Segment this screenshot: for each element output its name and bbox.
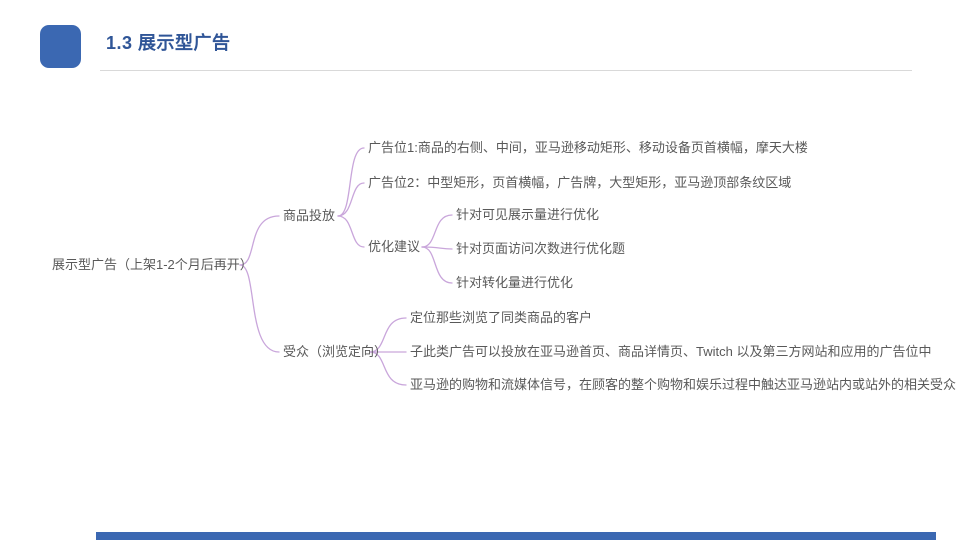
connector-product-adslot1 <box>337 147 365 217</box>
mindmap-root-node: 展示型广告（上架1-2个月后再开） <box>52 257 253 272</box>
connector-root-audience <box>239 264 280 353</box>
mindmap-leaf-adslot1: 广告位1:商品的右侧、中间，亚马逊移动矩形、移动设备页首横幅，摩天大楼 <box>368 140 808 155</box>
mindmap-leaf-optimize-pagevisits: 针对页面访问次数进行优化题 <box>456 241 626 256</box>
mindmap-node-product-placement: 商品投放 <box>283 208 336 223</box>
mindmap-leaf-audience-signals: 亚马逊的购物和流媒体信号，在顾客的整个购物和娱乐过程中触达亚马逊站内或站外的相关… <box>410 377 957 392</box>
footer-accent-bar <box>96 532 936 540</box>
mindmap-leaf-audience-placements: 子此类广告可以投放在亚马逊首页、商品详情页、Twitch 以及第三方网站和应用的… <box>410 344 932 359</box>
connector-optimize-pagevisits <box>421 246 453 250</box>
slide-title: 1.3 展示型广告 <box>106 33 231 53</box>
mindmap-leaf-optimize-conversions: 针对转化量进行优化 <box>456 275 574 290</box>
mindmap-node-optimization: 优化建议 <box>368 239 421 254</box>
header-divider <box>100 70 912 71</box>
connector-optimize-conversions <box>421 246 453 284</box>
connector-product-adslot2 <box>337 182 365 217</box>
mindmap-leaf-adslot2: 广告位2：中型矩形，页首横幅，广告牌，大型矩形，亚马逊顶部条纹区域 <box>368 175 792 190</box>
mindmap-leaf-optimize-impressions: 针对可见展示量进行优化 <box>456 207 600 222</box>
mindmap-leaf-audience-browsers: 定位那些浏览了同类商品的客户 <box>410 310 593 325</box>
mindmap-node-audience: 受众（浏览定向） <box>283 344 388 359</box>
connector-optimize-impressions <box>421 214 453 248</box>
connector-product-optimize <box>337 215 365 248</box>
title-accent-square <box>40 25 81 68</box>
